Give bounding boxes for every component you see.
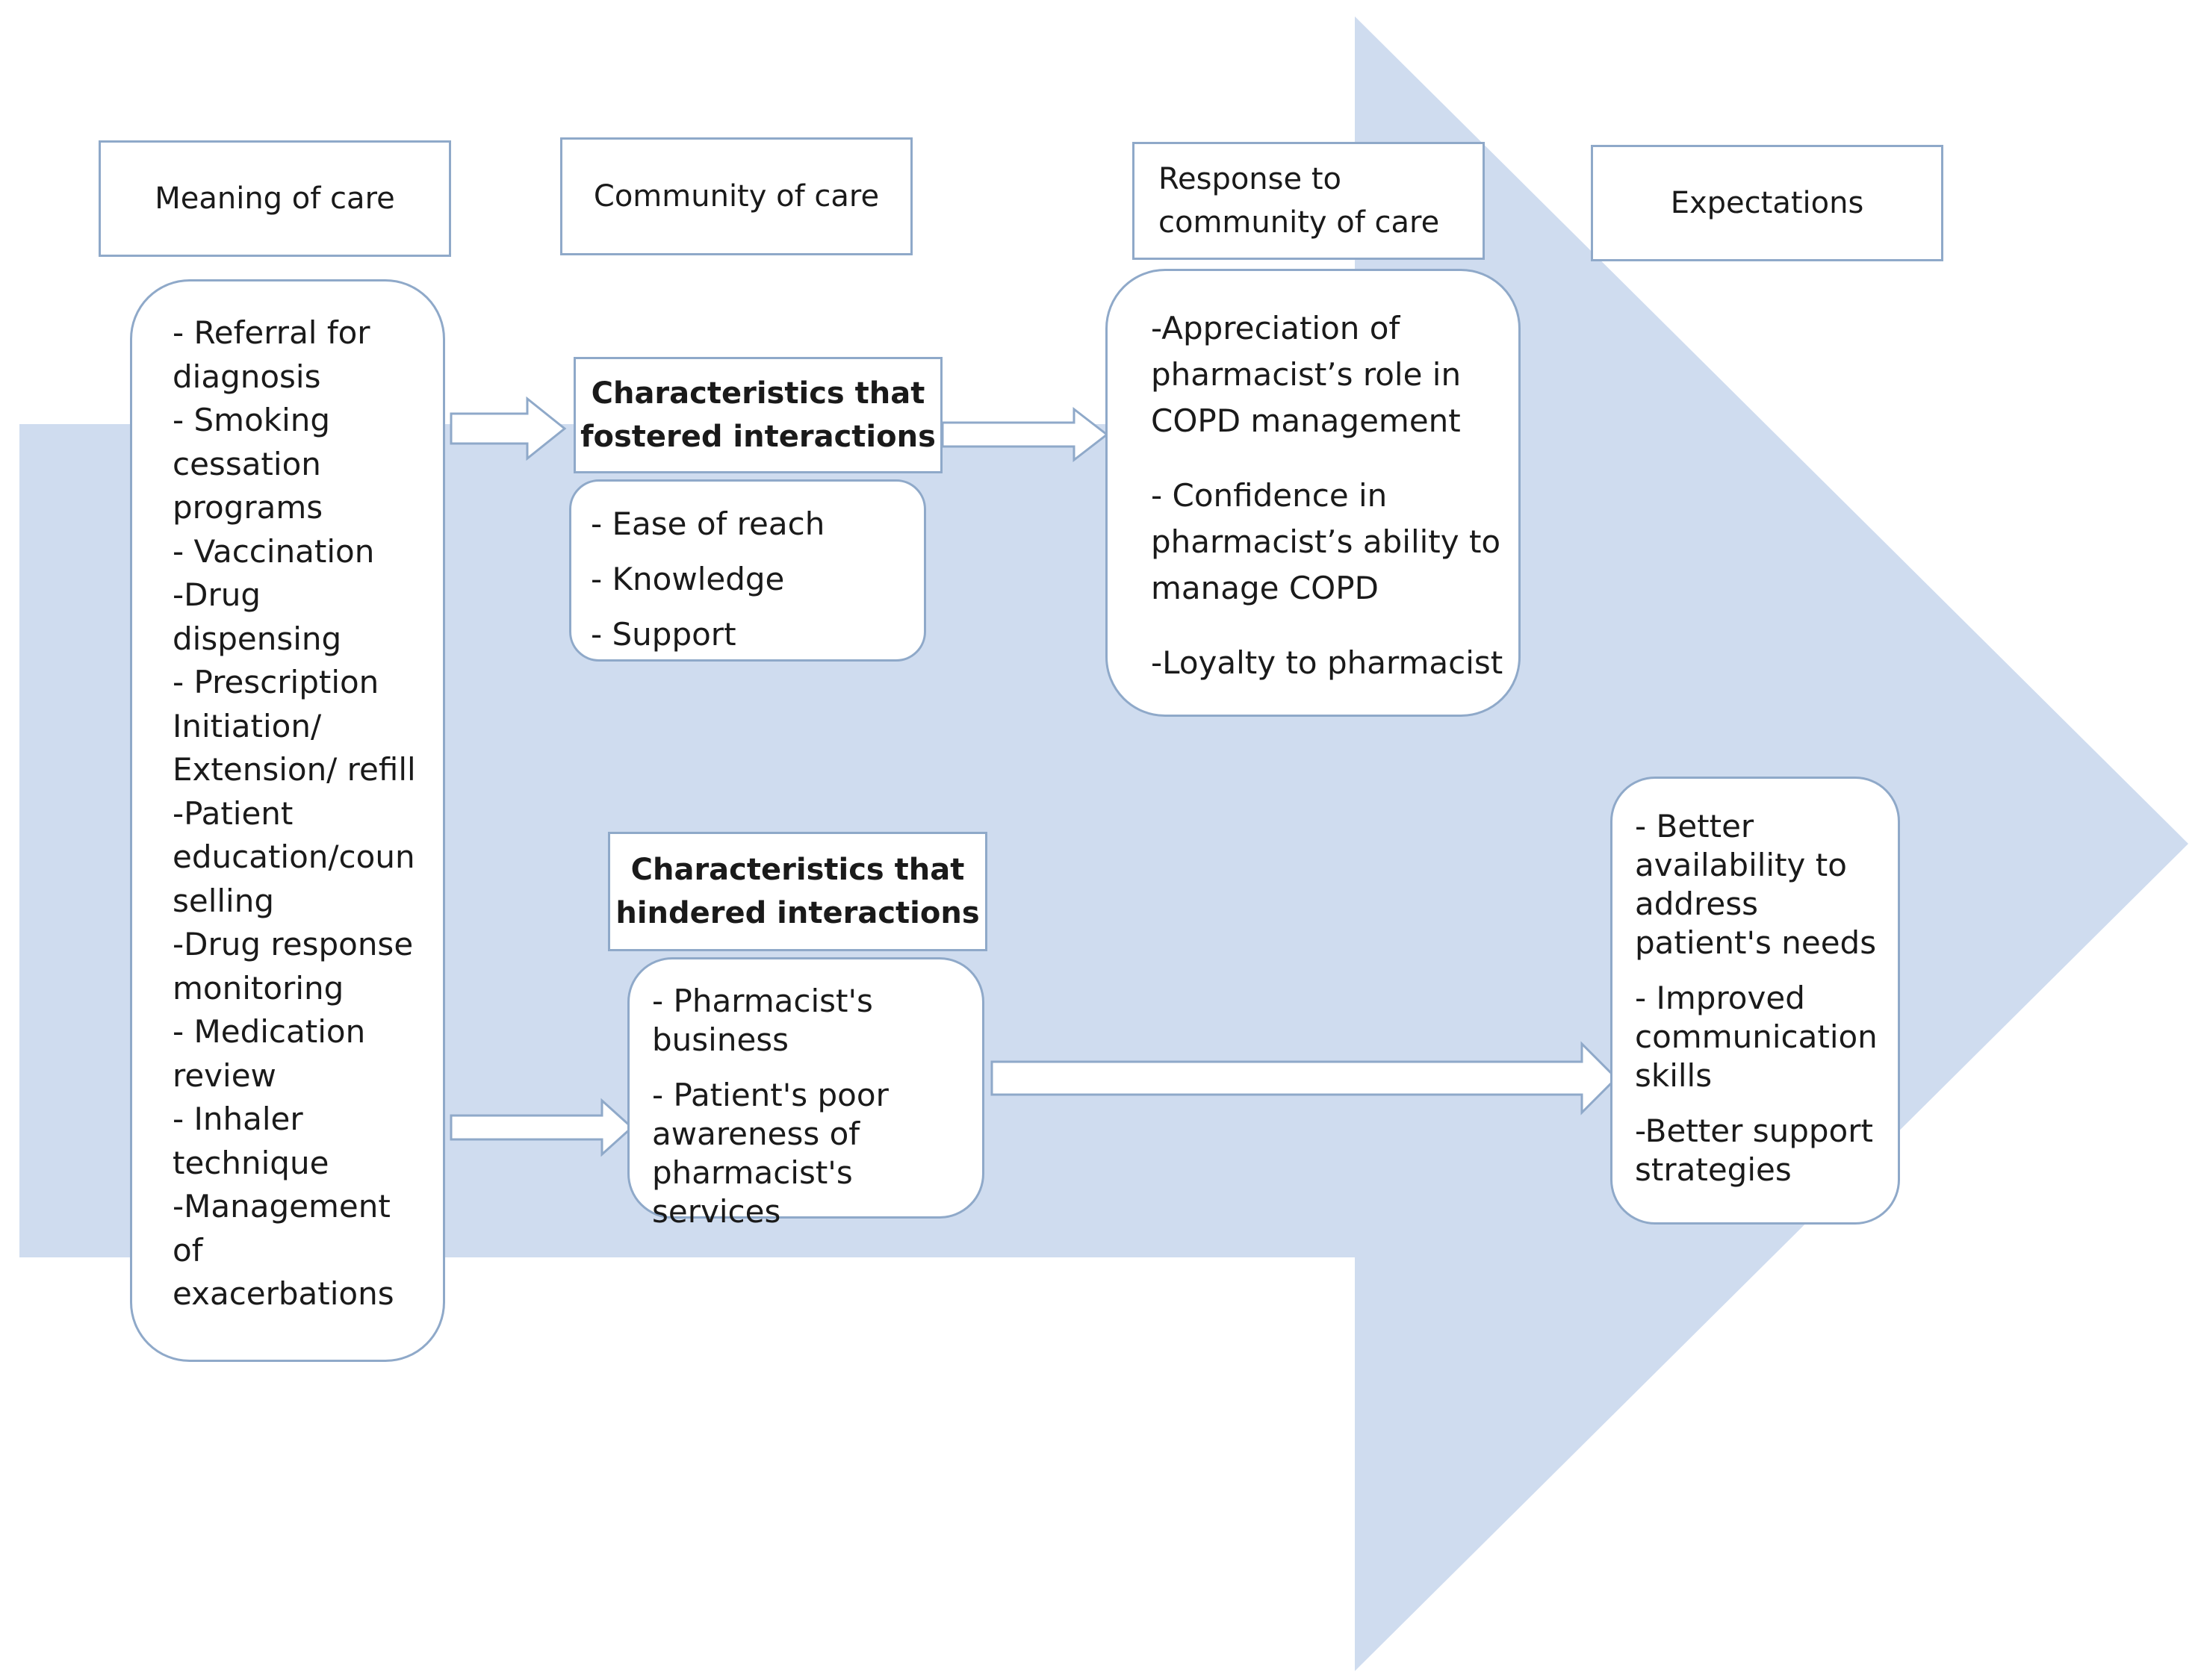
list-item: strategies (1635, 1151, 1792, 1188)
list-item: technique (173, 1144, 329, 1181)
header-response-line2: community of care (1158, 205, 1440, 240)
list-item: COPD management (1151, 402, 1461, 439)
header-community-label: Community of care (593, 179, 880, 214)
list-item: diagnosis (173, 358, 321, 395)
list-item: manage COPD (1151, 570, 1379, 606)
fostered-title-line1: Characteristics that (591, 376, 925, 411)
list-item: -Loyalty to pharmacist (1151, 644, 1503, 681)
list-item: - Prescription (173, 664, 379, 700)
arrow-meaning-to-fostered (450, 396, 567, 461)
hindered-interactions-title: Characteristics that hindered interactio… (608, 832, 987, 951)
list-item: dispensing (173, 620, 342, 657)
list-item: -Management (173, 1188, 391, 1225)
meaning-of-care-list: - Referral for diagnosis - Smoking cessatio… (173, 311, 443, 1316)
header-response-to-community: Response to community of care (1132, 142, 1485, 260)
list-item: - Improved (1635, 980, 1805, 1016)
fostered-list: - Ease of reach - Knowledge - Support (591, 497, 924, 662)
hindered-title-line1: Characteristics that (630, 853, 965, 887)
list-item: education/coun (173, 839, 415, 875)
list-item: patient's needs (1635, 924, 1877, 961)
list-item: address (1635, 886, 1759, 922)
header-response-line1: Response to (1158, 162, 1341, 196)
list-item: -Drug response (173, 926, 414, 962)
header-community-of-care: Community of care (560, 137, 913, 255)
arrow-meaning-to-hindered (450, 1098, 634, 1157)
fostered-title-line2: fostered interactions (580, 420, 936, 454)
list-item: Extension/ refill (173, 751, 416, 788)
hindered-items-box: - Pharmacist's business - Patient's poor… (627, 957, 984, 1230)
list-item: - Patient's poor (652, 1077, 889, 1113)
header-expectations-label: Expectations (1670, 186, 1864, 220)
list-item: skills (1635, 1057, 1713, 1094)
list-item: communication (1635, 1018, 1878, 1055)
fostered-items-box: - Ease of reach - Knowledge - Support (569, 479, 926, 662)
list-item: -Appreciation of (1151, 310, 1400, 346)
list-item: - Support (591, 616, 736, 653)
fostered-interactions-title: Characteristics that fostered interactio… (574, 357, 943, 473)
meaning-of-care-list-box: - Referral for diagnosis - Smoking cessatio… (130, 279, 445, 1362)
list-item: - Vaccination (173, 532, 375, 570)
arrow-fostered-to-response (941, 406, 1109, 463)
response-items-box: -Appreciation of pharmacist’s role in CO… (1105, 269, 1521, 717)
response-list: -Appreciation of pharmacist’s role in CO… (1151, 305, 1518, 686)
expectations-list: - Better availability to address patient… (1635, 807, 1898, 1189)
list-item: -Drug (173, 576, 261, 613)
header-expectations: Expectations (1591, 145, 1943, 261)
list-item: availability to (1635, 847, 1847, 883)
arrow-hindered-to-expectations (990, 1041, 1618, 1116)
list-item: - Inhaler (173, 1101, 303, 1137)
list-item: - Knowledge (591, 561, 785, 597)
list-item: programs (173, 489, 323, 526)
header-meaning-label: Meaning of care (155, 181, 395, 216)
list-item: review (173, 1057, 276, 1094)
list-item: business (652, 1021, 789, 1058)
list-item: Initiation/ (173, 707, 322, 744)
list-item: monitoring (173, 969, 344, 1007)
list-item: - Confidence in (1151, 477, 1388, 514)
list-item: - Medication (173, 1013, 366, 1050)
list-item: pharmacist's services (652, 1154, 853, 1230)
list-item: -Better support (1635, 1113, 1873, 1149)
list-item: - Ease of reach (591, 505, 825, 542)
list-item: awareness of (652, 1116, 860, 1152)
hindered-title-line2: hindered interactions (615, 896, 980, 930)
list-item: selling (173, 882, 275, 919)
list-item: of (173, 1231, 203, 1269)
list-item: exacerbations (173, 1275, 394, 1312)
list-item: -Patient (173, 794, 294, 832)
expectations-items-box: - Better availability to address patient… (1610, 777, 1900, 1225)
list-item: cessation (173, 445, 321, 482)
list-item: pharmacist’s role in (1151, 356, 1462, 393)
hindered-list: - Pharmacist's business - Patient's poor… (652, 982, 982, 1231)
header-meaning-of-care: Meaning of care (99, 140, 451, 257)
list-item: - Better (1635, 808, 1754, 844)
list-item: pharmacist’s ability to (1151, 523, 1501, 560)
list-item: - Referral for (173, 314, 370, 351)
list-item: - Pharmacist's (652, 983, 873, 1019)
list-item: - Smoking (173, 402, 331, 438)
